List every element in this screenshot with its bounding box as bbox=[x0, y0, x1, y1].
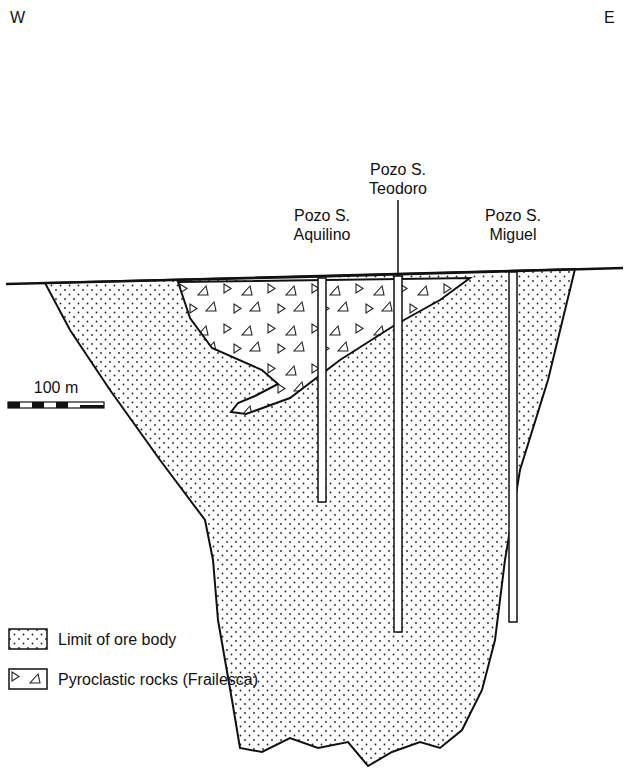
legend-text: Pyroclastic rocks (Frailesca) bbox=[58, 670, 258, 689]
scale-bar bbox=[8, 402, 104, 408]
compass-label: E bbox=[604, 8, 615, 27]
ore-body bbox=[45, 269, 575, 766]
ground-surface bbox=[6, 268, 623, 284]
legend-text: Limit of ore body bbox=[58, 630, 176, 649]
shaft-label: Pozo S. Aquilino bbox=[274, 206, 370, 244]
legend-sample bbox=[8, 628, 48, 650]
shaft-label: Pozo S. Miguel bbox=[465, 206, 561, 244]
scale-label: 100 m bbox=[34, 378, 78, 397]
shaft-leader bbox=[397, 200, 399, 276]
shaft bbox=[318, 278, 326, 502]
compass-label: W bbox=[10, 8, 25, 27]
shaft bbox=[509, 272, 517, 622]
shaft-label: Pozo S. Teodoro bbox=[350, 160, 446, 198]
shaft bbox=[394, 276, 402, 632]
legend-sample bbox=[8, 668, 48, 690]
